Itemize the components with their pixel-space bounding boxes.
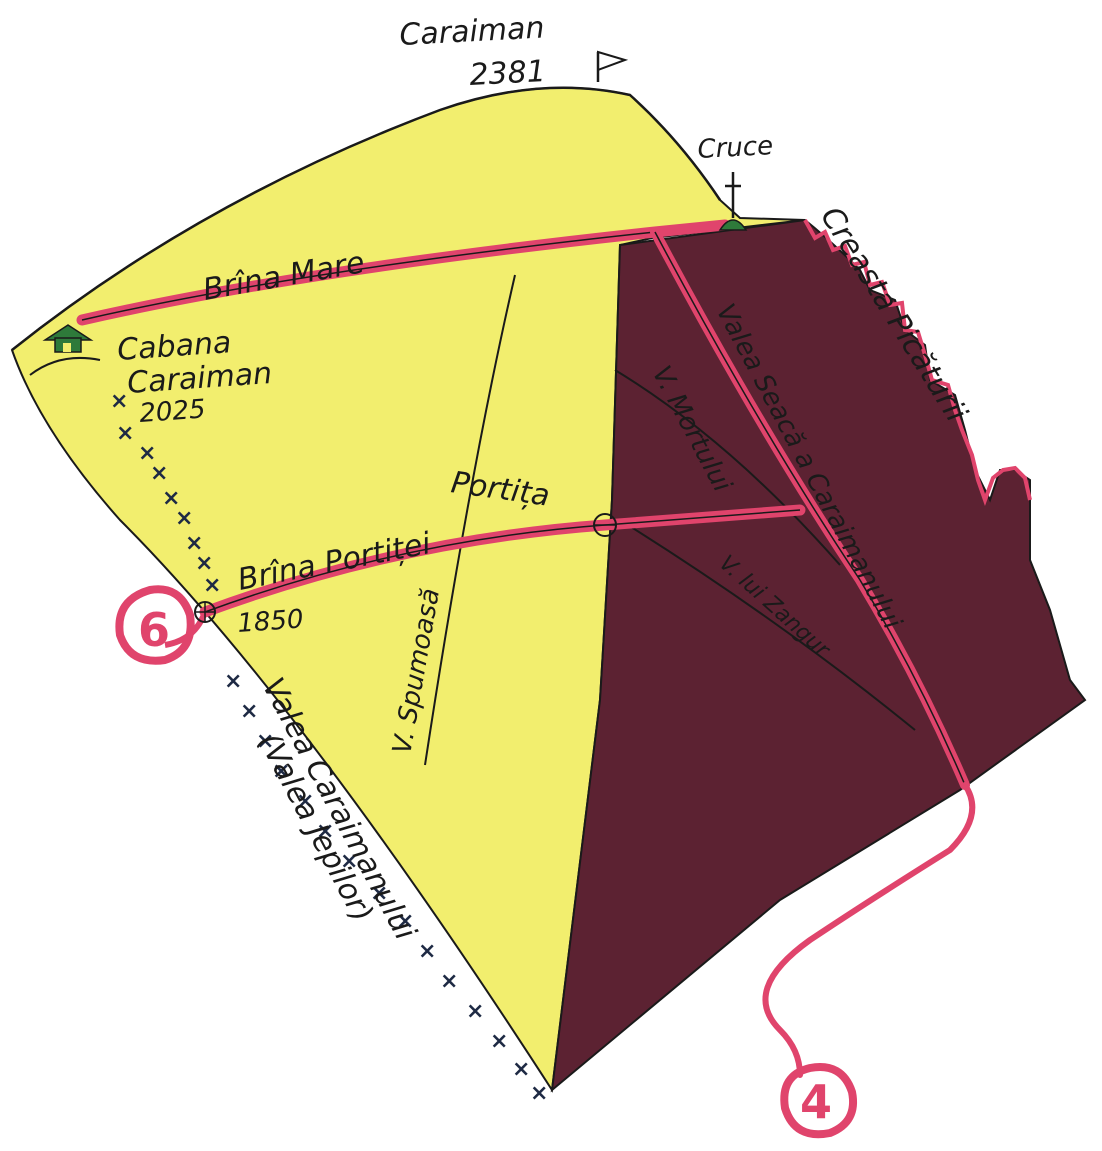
- cross-trail-marker-icon: ×: [396, 909, 414, 934]
- cross-trail-marker-icon: ×: [466, 999, 484, 1024]
- cross-trail-marker-icon: ×: [296, 789, 314, 814]
- cross-trail-marker-icon: ×: [440, 969, 458, 994]
- cross-trail-marker-icon: ×: [418, 939, 436, 964]
- hut-altitude-label: 2025: [138, 394, 206, 429]
- cross-trail-marker-icon: ×: [110, 389, 128, 414]
- hut-icon: [29, 324, 101, 376]
- route-valea-seaca-ink: [654, 231, 966, 786]
- cross-trail-marker-icon: ×: [138, 441, 156, 466]
- hut-name-label-1: Cabana: [116, 325, 232, 368]
- junction-altitude-label: 1850: [236, 604, 304, 639]
- cross-trail-marker-icon: ×: [512, 1057, 530, 1082]
- cross-trail-marker-icon: ×: [340, 849, 358, 874]
- cross-trail-marker-icon: ×: [150, 461, 168, 486]
- route-marker-6: 6: [115, 585, 195, 665]
- route-number-6: 6: [138, 603, 170, 657]
- trail-marks-upper: × × × × × × × × ×: [110, 389, 221, 598]
- route-marker-4: 4: [780, 1063, 857, 1139]
- cross-trail-marker-icon: ×: [203, 573, 221, 598]
- cross-trail-marker-icon: ×: [490, 1029, 508, 1054]
- cross-trail-marker-icon: ×: [162, 486, 180, 511]
- cross-trail-marker-icon: ×: [240, 699, 258, 724]
- cross-trail-marker-icon: ×: [195, 551, 213, 576]
- trail-marks-lower: × × × × × × × × × × × × × × ×: [224, 669, 548, 1106]
- route-brina-mare-ink: [81, 231, 656, 321]
- route-number-4: 4: [800, 1075, 832, 1129]
- cross-icon: [718, 172, 748, 231]
- route-brina-portitei-ink: [204, 509, 801, 613]
- peak-name-label: Caraiman: [399, 10, 546, 53]
- ridge-edge: [803, 219, 1032, 506]
- cross-trail-marker-icon: ×: [316, 819, 334, 844]
- cross-trail-marker-icon: ×: [116, 421, 134, 446]
- valley-spumoasa-line: [424, 274, 516, 766]
- cross-label: Cruce: [697, 131, 774, 165]
- cross-trail-marker-icon: ×: [224, 669, 242, 694]
- peak-altitude-label: 2381: [469, 54, 547, 93]
- mountain-outline: [11, 86, 722, 351]
- flag-icon: [596, 50, 629, 82]
- route-4-approach: [762, 782, 976, 1078]
- cross-trail-marker-icon: ×: [272, 759, 290, 784]
- cross-trail-marker-icon: ×: [175, 506, 193, 531]
- valley-zangur-line: [619, 519, 916, 731]
- valley-mortului-line: [614, 369, 841, 566]
- cross-trail-marker-icon: ×: [370, 881, 388, 906]
- cross-trail-marker-icon: ×: [185, 531, 203, 556]
- cross-trail-marker-icon: ×: [256, 729, 274, 754]
- cross-trail-marker-icon: ×: [530, 1081, 548, 1106]
